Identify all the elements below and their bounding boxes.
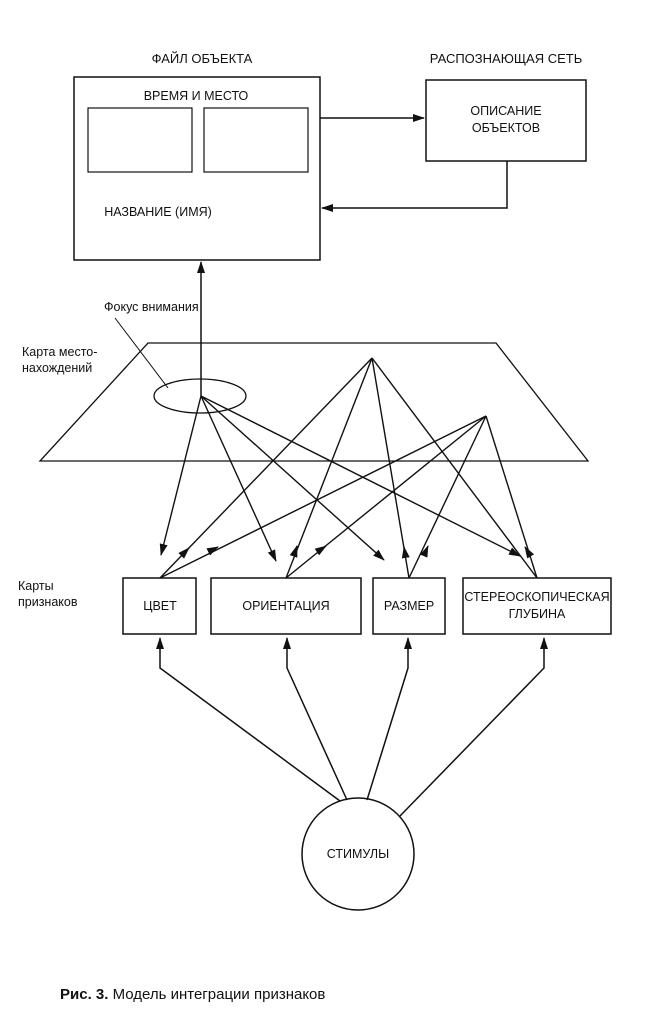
object-file-box — [73, 76, 321, 261]
feature-size-label: РАЗМЕР — [384, 599, 434, 613]
recognition-network-title: РАСПОЗНАЮЩАЯ СЕТЬ — [430, 51, 582, 66]
attention-focus-label: Фокус внимания — [104, 300, 199, 314]
focus-to-feature-lines — [159, 395, 521, 562]
description-line1: ОПИСАНИЕ — [470, 104, 541, 118]
description-line2: ОБЪЕКТОВ — [472, 121, 540, 135]
object-name-label: НАЗВАНИЕ (ИМЯ) — [104, 205, 212, 219]
upward-arrowheads — [178, 545, 535, 559]
caption-text: Модель интеграции признаков — [108, 986, 326, 1003]
feature-maps-line1: Карты — [18, 579, 54, 593]
stimuli-circle — [301, 797, 415, 911]
location-map-plane — [38, 342, 590, 462]
feature-depth-line2: ГЛУБИНА — [509, 607, 566, 621]
feature-color-label: ЦВЕТ — [143, 599, 177, 613]
recognition-network-box — [425, 79, 587, 162]
time-place-label: ВРЕМЯ И МЕСТО — [144, 89, 249, 103]
location-map-line1: Карта место- — [22, 345, 97, 359]
feature-to-map-lines — [159, 357, 538, 579]
arrow-from-recognition — [321, 161, 508, 212]
time-slot-box — [87, 107, 193, 173]
place-slot-box — [203, 107, 309, 173]
feature-box-depth — [462, 577, 612, 635]
stimuli-label: СТИМУЛЫ — [327, 847, 389, 861]
location-map-line2: нахождений — [22, 361, 92, 375]
feature-box-size — [372, 577, 446, 635]
feature-box-orientation — [210, 577, 362, 635]
attention-focus-ellipse — [153, 378, 247, 414]
attention-pointer-line — [114, 317, 169, 389]
figure-caption: Рис. 3. Модель интеграции признаков — [60, 986, 325, 1003]
stimuli-to-feature-lines — [156, 637, 548, 817]
feature-box-color — [122, 577, 197, 635]
object-file-title: ФАЙЛ ОБЪЕКТА — [152, 51, 253, 66]
feature-orientation-label: ОРИЕНТАЦИЯ — [242, 599, 329, 613]
caption-prefix: Рис. 3. — [60, 986, 109, 1003]
feature-maps-line2: признаков — [18, 595, 78, 609]
feature-depth-line1: СТЕРЕОСКОПИЧЕСКАЯ — [464, 590, 609, 604]
